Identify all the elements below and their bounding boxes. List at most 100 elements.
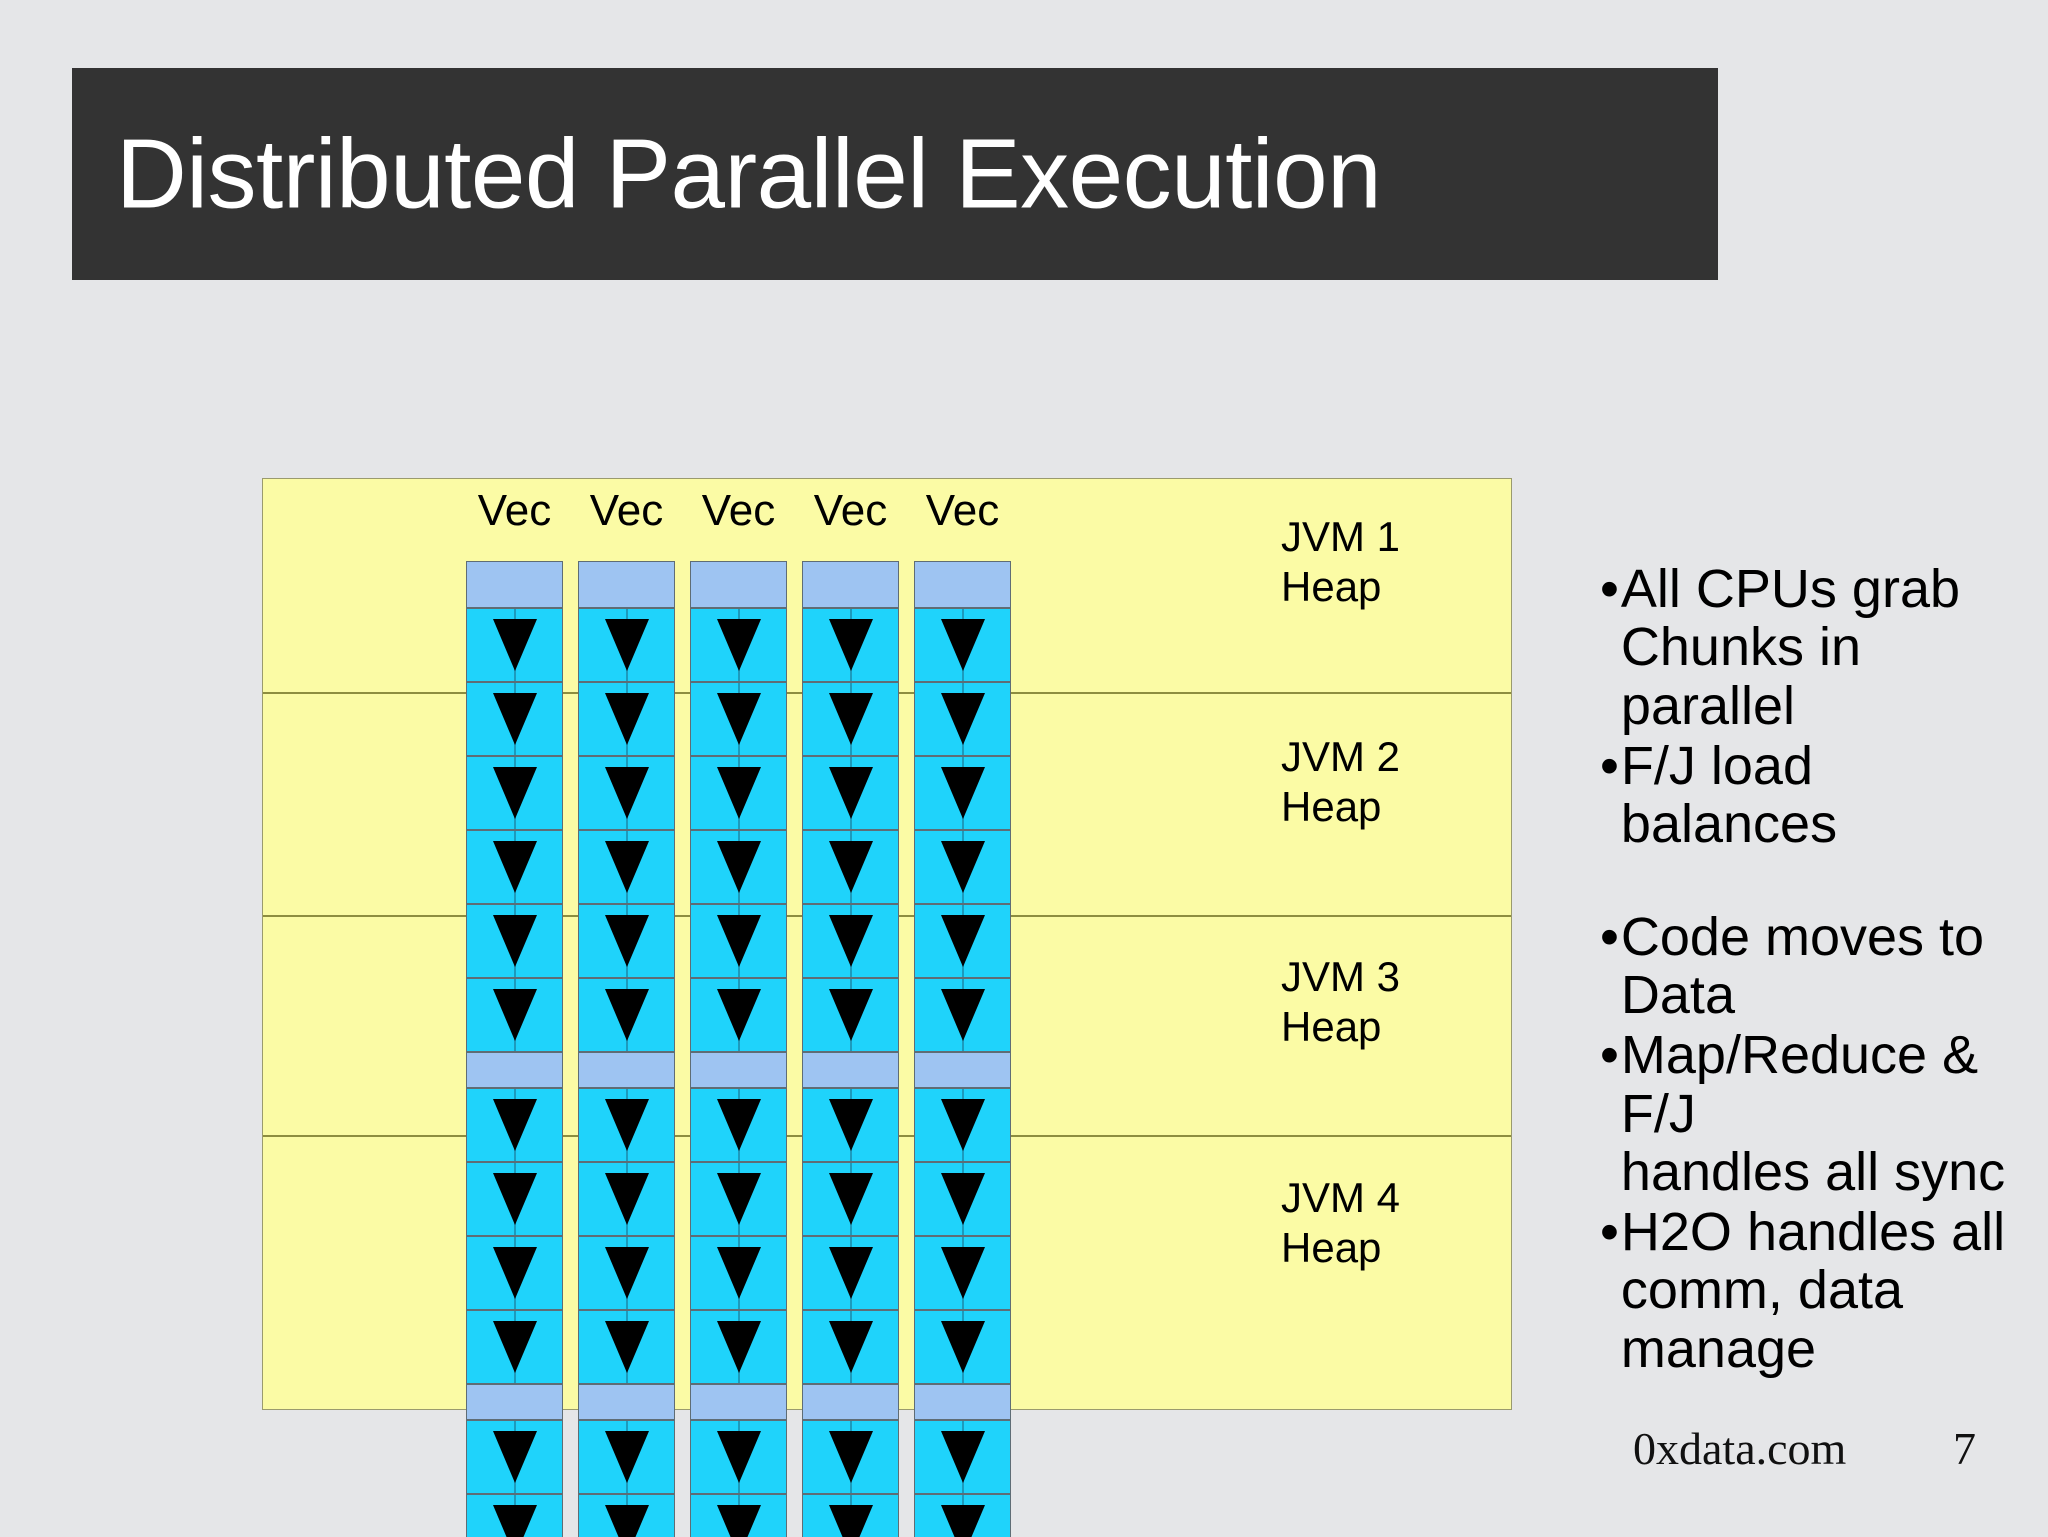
down-triangle-icon (716, 989, 761, 1041)
vec-top-cap (802, 561, 899, 608)
down-triangle-icon (828, 1505, 873, 1537)
chunk-cell (690, 1162, 787, 1236)
down-triangle-icon (940, 1247, 985, 1299)
down-triangle-icon (604, 1247, 649, 1299)
chunk-cell (466, 904, 563, 978)
jvm-label-4: JVM 4 Heap (1281, 1174, 1401, 1271)
down-triangle-icon (828, 989, 873, 1041)
jvm-label-1: JVM 1 Heap (1281, 513, 1401, 610)
down-triangle-icon (828, 915, 873, 967)
chunk-cell (914, 904, 1011, 978)
down-triangle-icon (940, 1321, 985, 1373)
down-triangle-icon (716, 1173, 761, 1225)
chunk-cell (466, 756, 563, 830)
bullet-item: •Code moves to Data (1600, 906, 2030, 1025)
down-triangle-icon (940, 693, 985, 745)
down-triangle-icon (492, 767, 537, 819)
chunk-cell (466, 1088, 563, 1162)
chunk-cell (466, 1494, 563, 1537)
chunk-cell (466, 1310, 563, 1384)
jvm-heap-diagram: JVM 1 Heap JVM 2 Heap JVM 3 Heap JVM 4 H… (262, 478, 1512, 1537)
down-triangle-icon (828, 1431, 873, 1483)
chunk-cell (578, 1494, 675, 1537)
down-triangle-icon (604, 841, 649, 893)
down-triangle-icon (940, 989, 985, 1041)
chunk-cell (802, 904, 899, 978)
chunk-cell (578, 1162, 675, 1236)
chunk-cell (690, 830, 787, 904)
chunk-cell (690, 608, 787, 682)
chunk-cell (578, 608, 675, 682)
down-triangle-icon (940, 1173, 985, 1225)
down-triangle-icon (828, 1247, 873, 1299)
chunk-cell (802, 1494, 899, 1537)
down-triangle-icon (940, 767, 985, 819)
chunk-cell (690, 1236, 787, 1310)
down-triangle-icon (828, 693, 873, 745)
jvm-boundary-gap (466, 1384, 563, 1420)
vec-top-cap (914, 561, 1011, 608)
chunk-cell (578, 1088, 675, 1162)
chunk-cell (690, 682, 787, 756)
jvm-boundary-gap (802, 1384, 899, 1420)
down-triangle-icon (604, 989, 649, 1041)
chunk-cell (914, 1088, 1011, 1162)
chunk-cell (578, 682, 675, 756)
chunk-cell (466, 608, 563, 682)
down-triangle-icon (828, 841, 873, 893)
chunk-cell (802, 1310, 899, 1384)
jvm-boundary-gap (914, 1384, 1011, 1420)
chunk-cell (466, 1162, 563, 1236)
chunk-cell (802, 1088, 899, 1162)
bullet-item: •Map/Reduce & F/J handles all sync (1600, 1026, 2030, 1201)
chunk-cell (690, 1494, 787, 1537)
jvm-boundary-gap (802, 1052, 899, 1088)
jvm-boundary-gap (914, 1052, 1011, 1088)
vec-caption-2: Vec (701, 486, 776, 535)
chunk-cell (690, 756, 787, 830)
down-triangle-icon (604, 915, 649, 967)
down-triangle-icon (716, 915, 761, 967)
chunk-cell (802, 1162, 899, 1236)
down-triangle-icon (492, 1099, 537, 1151)
down-triangle-icon (604, 1505, 649, 1537)
down-triangle-icon (716, 693, 761, 745)
chunk-cell (802, 978, 899, 1052)
down-triangle-icon (492, 1173, 537, 1225)
bullet-item: •F/J load balances (1600, 737, 2030, 854)
chunk-cell (914, 1162, 1011, 1236)
chunk-cell (914, 608, 1011, 682)
down-triangle-icon (828, 1173, 873, 1225)
down-triangle-icon (492, 1321, 537, 1373)
chunk-cell (914, 1310, 1011, 1384)
jvm-boundary-gap (690, 1384, 787, 1420)
vec-top-cap (466, 561, 563, 608)
down-triangle-icon (716, 1321, 761, 1373)
vec-column-3 (802, 561, 899, 1537)
down-triangle-icon (940, 619, 985, 671)
jvm-label-2: JVM 2 Heap (1281, 733, 1401, 830)
down-triangle-icon (828, 619, 873, 671)
footer-site-label: 0xdata.com (1633, 1423, 1847, 1474)
bullet-spacer (1600, 856, 2030, 908)
down-triangle-icon (604, 619, 649, 671)
bullet-dot-icon: • (1600, 906, 1619, 967)
vec-top-cap (690, 561, 787, 608)
vec-column-0 (466, 561, 563, 1537)
down-triangle-icon (716, 1099, 761, 1151)
down-triangle-icon (716, 1431, 761, 1483)
down-triangle-icon (716, 1247, 761, 1299)
chunk-cell (802, 682, 899, 756)
title-bar: Distributed Parallel Execution (72, 68, 1718, 280)
down-triangle-icon (492, 1505, 537, 1537)
chunk-cell (466, 682, 563, 756)
jvm-label-3: JVM 3 Heap (1281, 953, 1401, 1050)
chunk-cell (690, 1420, 787, 1494)
chunk-cell (578, 904, 675, 978)
jvm-boundary-gap (690, 1052, 787, 1088)
chunk-cell (914, 756, 1011, 830)
down-triangle-icon (604, 693, 649, 745)
vec-caption-0: Vec (477, 486, 552, 535)
down-triangle-icon (604, 1431, 649, 1483)
